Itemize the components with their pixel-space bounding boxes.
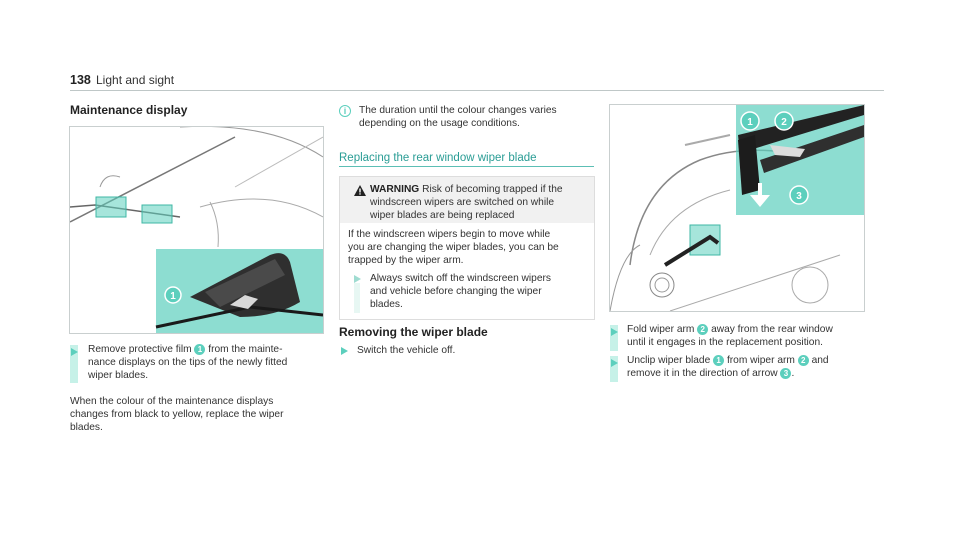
info-icon: i	[339, 105, 351, 117]
step-arrow-icon	[611, 328, 618, 336]
step-highlight-bar	[610, 325, 618, 351]
maintenance-display-heading: Maintenance display	[70, 103, 188, 117]
step-arrow-icon	[611, 359, 618, 367]
warning-triangle-icon	[354, 185, 366, 196]
figure-ref-2: 2	[781, 117, 787, 128]
warning-body: If the windscreen wipers begin to move w…	[348, 229, 559, 266]
figure-ref-1: 1	[747, 117, 753, 128]
chapter-title: Light and sight	[96, 73, 175, 87]
col1-step: Remove protective film 1 from the mainte…	[88, 343, 288, 381]
warning-box: WARNING Risk of becoming trapped if the …	[339, 176, 595, 320]
warning-step-bar	[354, 283, 360, 313]
ref-badge: 1	[194, 343, 206, 355]
removing-heading: Removing the wiper blade	[339, 325, 488, 339]
windscreen-illustration: 1	[70, 127, 323, 333]
ref-badge: 2	[697, 323, 709, 335]
warning-step-arrow-icon	[354, 275, 361, 283]
ref-badge: 3	[780, 367, 792, 379]
col1-paragraph: When the colour of the maintenance displ…	[70, 396, 284, 433]
windscreen-figure: 1	[69, 126, 324, 334]
step-highlight-bar	[610, 356, 618, 382]
col3-step2: Unclip wiper blade 1 from wiper arm 2 an…	[627, 354, 829, 379]
col3-step1: Fold wiper arm 2 away from the rear wind…	[627, 323, 833, 348]
figure-ref-3: 3	[796, 191, 802, 202]
ref-badge: 1	[713, 354, 725, 366]
replacing-section-title: Replacing the rear window wiper blade	[339, 152, 537, 164]
section-rule	[339, 166, 594, 167]
warning-label: WARNING	[370, 184, 420, 195]
warning-header	[340, 177, 594, 223]
rear-window-figure: 1 2 3	[609, 104, 865, 312]
note-text: The duration until the colour changes va…	[359, 105, 557, 129]
step-arrow-icon	[71, 348, 78, 356]
rear-wiper-illustration: 1 2 3	[610, 105, 864, 311]
ref-badge: 2	[797, 354, 809, 366]
warning-step: Always switch off the windscreen wipers …	[370, 273, 551, 310]
col2-step: Switch the vehicle off.	[357, 345, 456, 356]
step-arrow-icon	[341, 347, 348, 355]
page-number: 138	[70, 73, 91, 87]
figure-ref-1: 1	[170, 291, 176, 302]
header-rule	[70, 90, 884, 91]
step-highlight-bar	[70, 345, 78, 383]
